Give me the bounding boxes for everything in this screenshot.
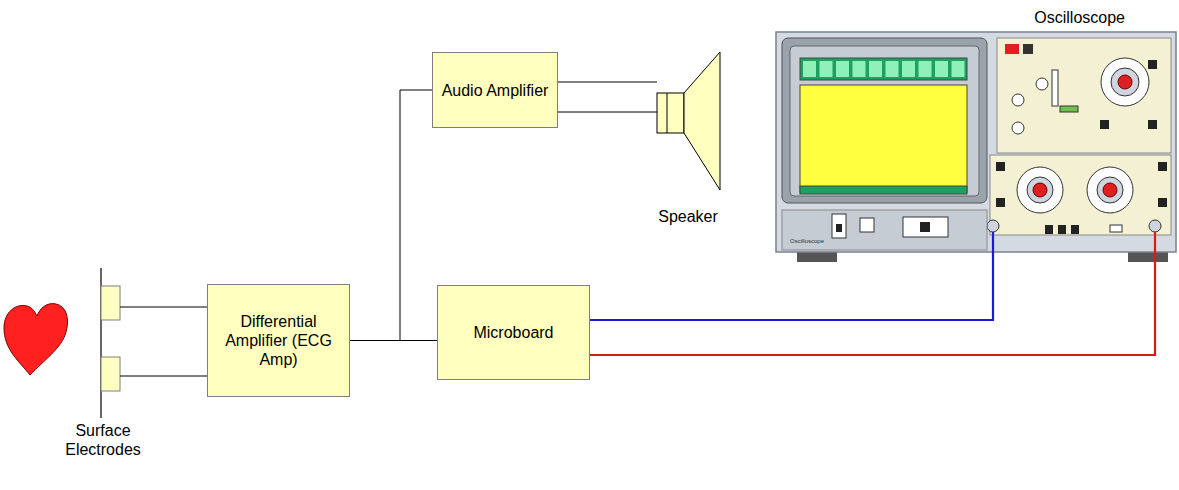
electrode-label: Surface Electrodes [48,421,158,459]
heart-symbol [4,304,68,375]
box-label: Microboard [467,323,559,342]
part-label: Speaker [650,207,726,226]
box-label: Audio Amplifier [436,81,555,100]
microcontroller-box: Microboard [437,285,590,380]
electrode-wire [120,307,212,308]
wire [350,90,432,341]
box-label: Differential Amplifier (ECG Amp) [208,312,349,369]
brand-label: Oscilloscope [790,238,830,245]
amplifier-box: Differential Amplifier (ECG Amp) [207,284,350,397]
speaker-symbol [657,52,720,190]
speaker: Speaker [650,50,726,226]
wire [590,232,1155,355]
electrode [101,357,120,391]
wire [350,340,437,341]
electrode-wire [120,376,212,377]
wire [590,232,993,320]
electrode [101,286,120,320]
wire [558,112,657,113]
oscilloscope-picture [776,32,1176,262]
oscilloscope: Oscilloscope [775,8,1175,266]
wire [558,82,657,83]
amplifier-box: Audio Amplifier [432,52,558,128]
part-label: Oscilloscope [1034,8,1125,27]
